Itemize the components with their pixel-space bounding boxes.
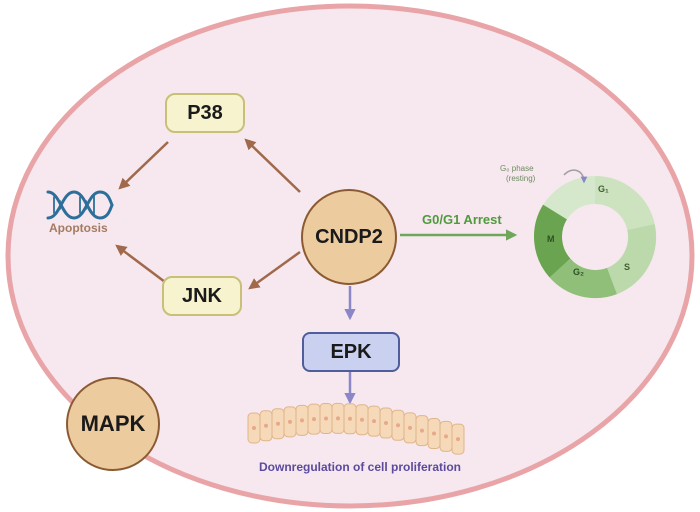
cell-nucleus: [264, 423, 268, 428]
jnk-node: JNK: [162, 276, 242, 316]
mapk-node: MAPK: [66, 377, 160, 471]
cell-nucleus: [372, 419, 376, 424]
s-phase-label: S: [624, 262, 631, 272]
cell-nucleus: [384, 421, 388, 426]
cell-nucleus: [252, 426, 256, 430]
cndp2-node: CNDP2: [301, 189, 397, 285]
cell-nucleus: [456, 437, 460, 442]
cell-nucleus: [324, 416, 328, 421]
cell-nucleus: [348, 416, 352, 421]
cell-cycle-ring-icon: [534, 169, 657, 299]
epk-node: EPK: [302, 332, 400, 372]
g0-phase-label: G₀ phase: [500, 164, 534, 173]
cell-nucleus: [360, 417, 364, 422]
m-phase-label: M: [547, 234, 555, 244]
cell-nucleus: [408, 425, 412, 430]
cell-nucleus: [312, 417, 316, 422]
cell-nucleus: [444, 434, 448, 439]
cell-nucleus: [336, 416, 340, 421]
cell-nucleus: [396, 423, 400, 428]
g2-phase-label: G₂: [573, 267, 584, 277]
cell-nucleus: [276, 421, 280, 426]
dna-helix-icon: [46, 190, 114, 220]
apoptosis-label: Apoptosis: [49, 221, 108, 235]
g0-g1-arrest-label: G0/G1 Arrest: [422, 212, 502, 227]
arrow-cndp2-to-p38: [244, 138, 301, 193]
g0-resting-label: (resting): [506, 174, 536, 183]
epithelial-cell-row-icon: [247, 402, 465, 455]
cell-nucleus: [300, 418, 304, 423]
cell-nucleus: [288, 419, 292, 424]
arrow-jnk-to-apoptosis: [115, 244, 166, 283]
cell-nucleus: [432, 431, 436, 436]
proliferation-label: Downregulation of cell proliferation: [259, 460, 462, 474]
g1-phase-label: G₁: [598, 184, 609, 194]
cell-nucleus: [420, 428, 424, 433]
p38-node: P38: [165, 93, 245, 133]
arrow-p38-to-apoptosis: [118, 141, 169, 190]
arrow-cndp2-to-jnk: [248, 250, 301, 290]
